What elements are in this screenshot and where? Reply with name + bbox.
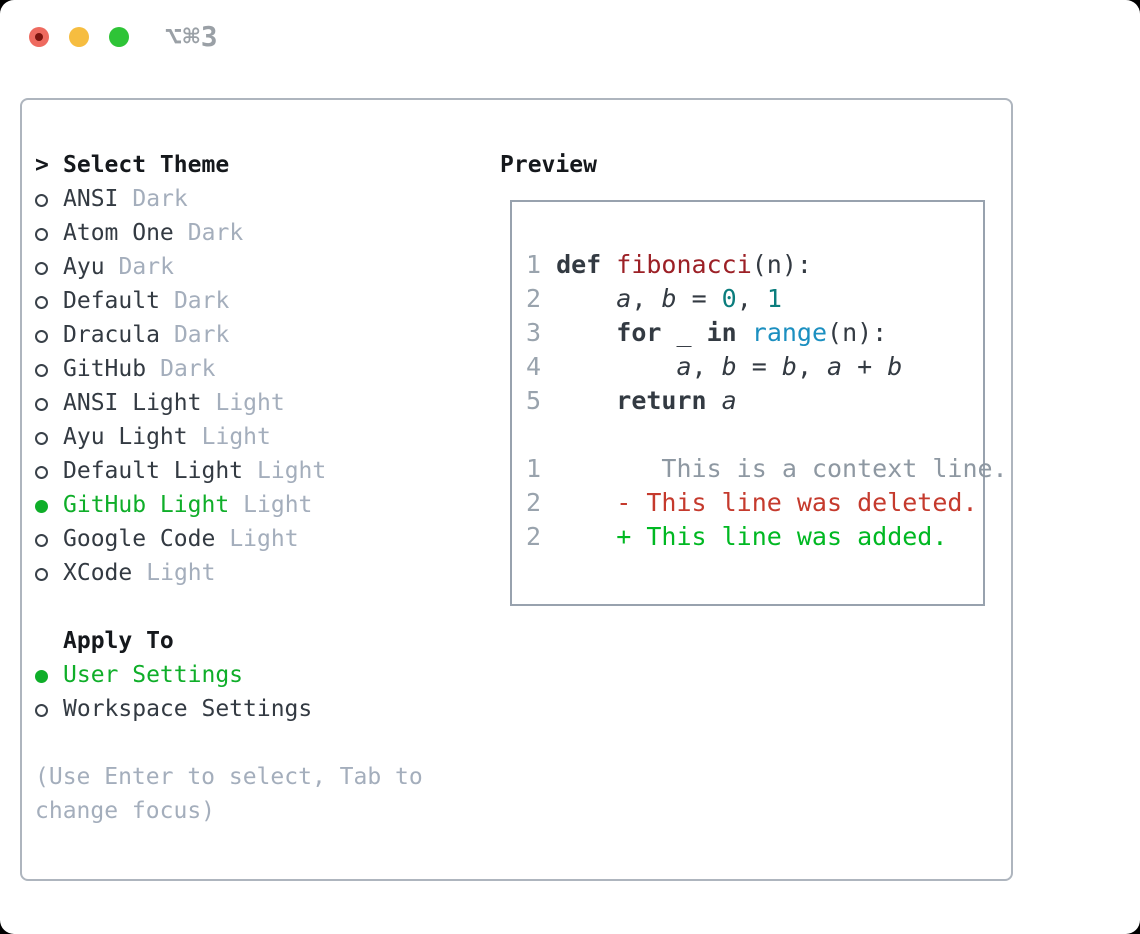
window-title: ⌥⌘3 (165, 20, 219, 53)
hint-text: (Use Enter to select, Tab to (35, 764, 423, 790)
line-number: 2 (526, 488, 542, 517)
diff-context-line: 1 This is a context line. (526, 454, 1008, 483)
line-number: 1 (526, 250, 542, 279)
select-theme-label: Select Theme (63, 152, 230, 178)
variant-label: Light (215, 390, 285, 416)
radio-icon (35, 534, 48, 547)
titlebar: ⌥⌘3 (0, 0, 1140, 74)
line-number: 1 (526, 454, 542, 483)
radio-icon (35, 704, 48, 717)
minimize-button[interactable] (69, 27, 89, 47)
variant-label: Light (201, 424, 271, 450)
apply-option-workspace-settings[interactable]: Workspace Settings (35, 692, 423, 726)
radio-icon (35, 398, 48, 411)
radio-icon (35, 228, 48, 241)
variant-label: Dark (118, 254, 174, 280)
variant-label: Dark (173, 288, 230, 314)
radio-selected-icon (35, 500, 48, 513)
variant-label: Light (229, 526, 299, 552)
code-line: 3 for _ in range(n): (526, 318, 888, 347)
variant-label: Dark (187, 220, 244, 246)
diff-deleted-line: 2 - This line was deleted. (526, 488, 978, 517)
prompt-icon: > (35, 152, 49, 178)
code-line: 5 return a (526, 386, 737, 415)
radio-icon (35, 194, 48, 207)
radio-selected-icon (35, 670, 48, 683)
spacer (35, 726, 423, 760)
radio-icon (35, 432, 48, 445)
line-number: 4 (526, 352, 542, 381)
variant-label: Dark (132, 186, 188, 212)
code-line: 4 a, b = b, a + b (526, 352, 903, 381)
spacer (526, 418, 1008, 452)
zoom-button[interactable] (109, 27, 129, 47)
apply-to-header: Apply To (63, 628, 174, 654)
unsaved-dot-icon (35, 33, 43, 41)
variant-label: Light (243, 492, 313, 518)
variant-label: Dark (160, 356, 216, 382)
radio-icon (35, 296, 48, 309)
code-line: 2 a, b = 0, 1 (526, 284, 782, 313)
variant-label: Dark (173, 322, 230, 348)
variant-label: Light (257, 458, 327, 484)
radio-icon (35, 364, 48, 377)
preview-header: Preview (500, 152, 597, 178)
radio-icon (35, 568, 48, 581)
variant-label: Light (146, 560, 216, 586)
line-number: 2 (526, 522, 542, 551)
radio-icon (35, 466, 48, 479)
line-number: 3 (526, 318, 542, 347)
apply-option-user-settings[interactable]: User Settings (35, 658, 423, 692)
close-button[interactable] (29, 27, 49, 47)
spacer (35, 590, 423, 624)
diff-added-line: 2 + This line was added. (526, 522, 948, 551)
line-number: 5 (526, 386, 542, 415)
line-number: 2 (526, 284, 542, 313)
hint-text: change focus) (35, 798, 216, 824)
select-theme-header: > Select Theme (35, 148, 423, 182)
radio-icon (35, 262, 48, 275)
radio-icon (35, 330, 48, 343)
